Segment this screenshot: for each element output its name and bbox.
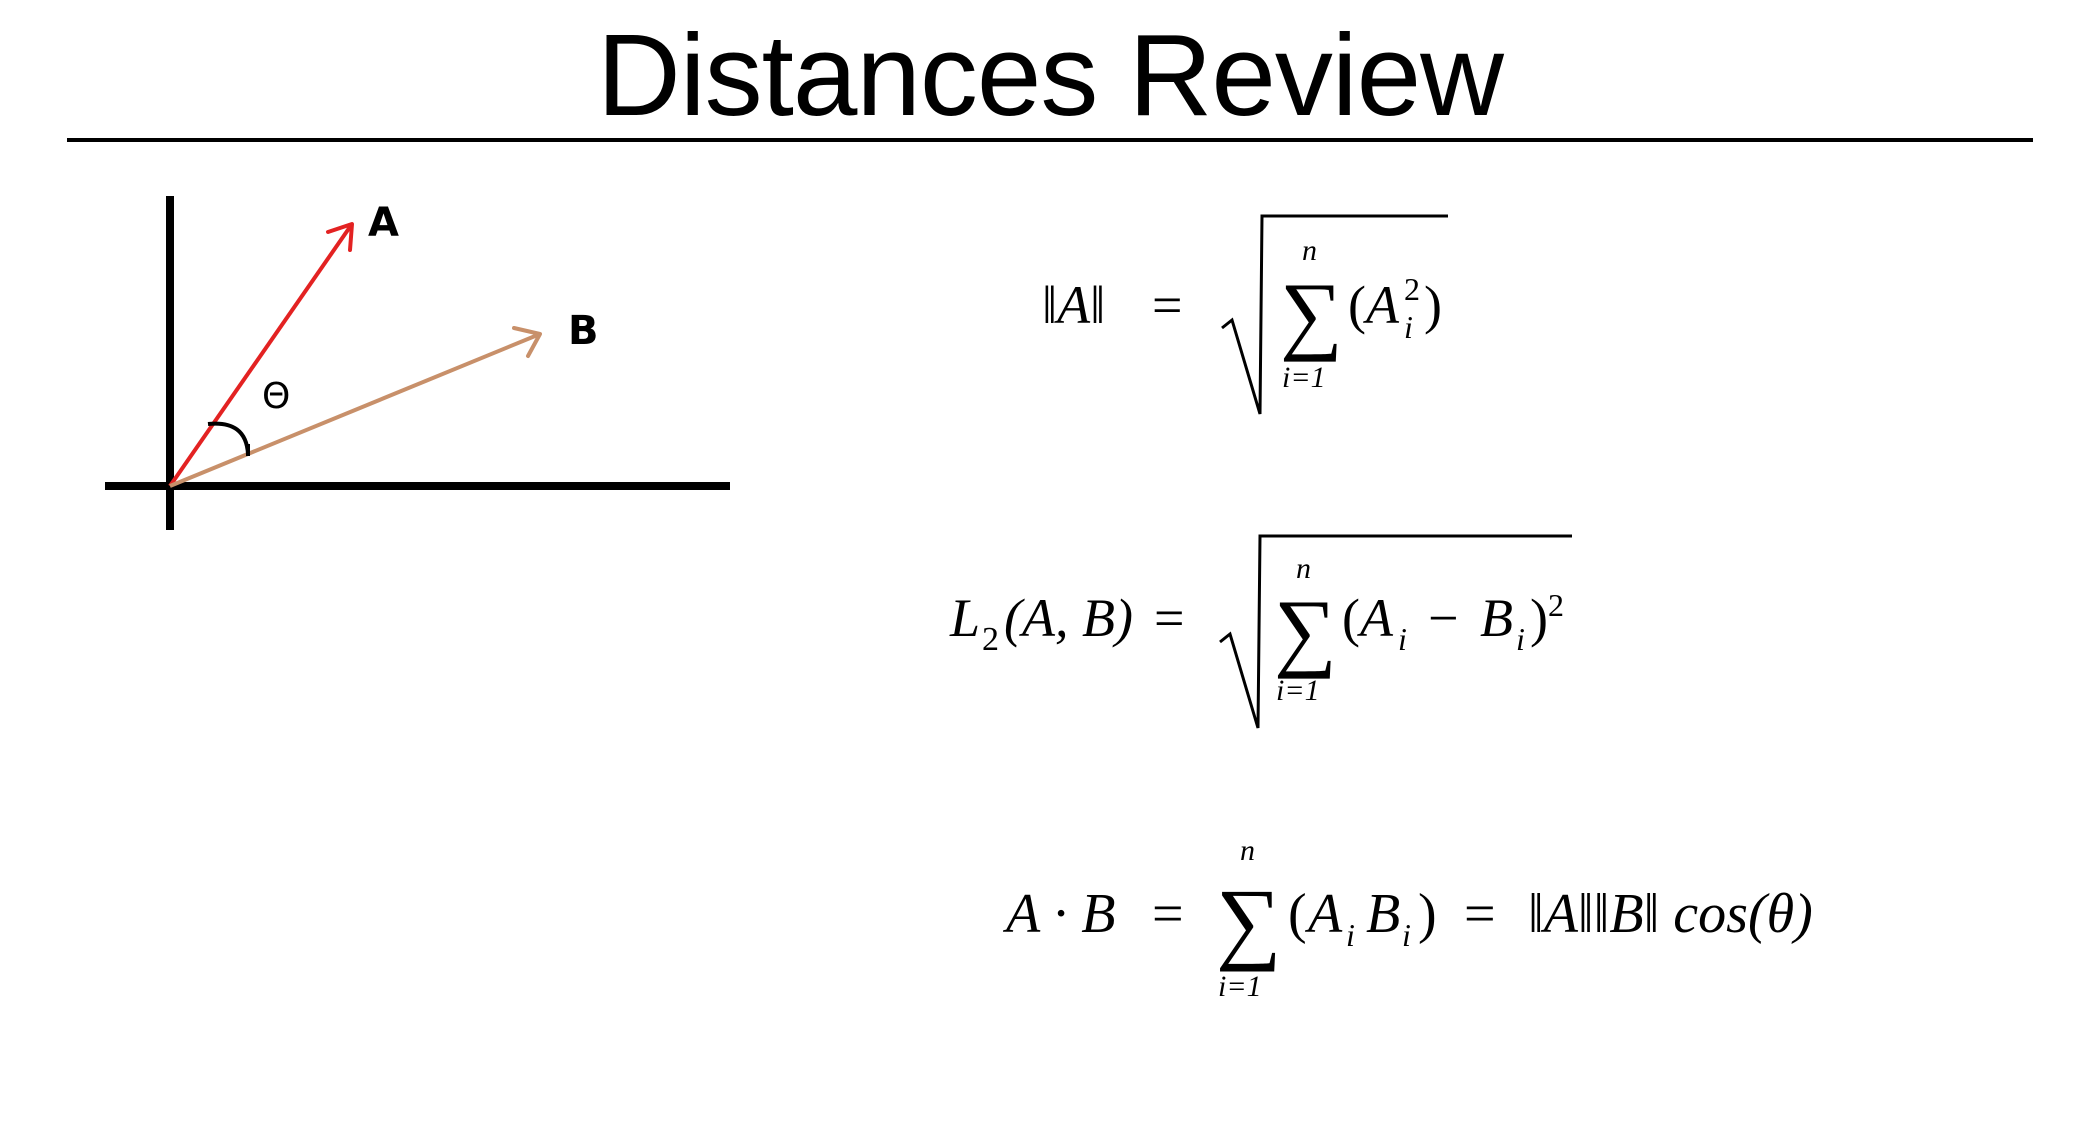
l2-radical-sign bbox=[1219, 534, 1572, 729]
dot-upper-limit: n bbox=[1240, 834, 1255, 867]
norm-subscript: i bbox=[1404, 309, 1413, 345]
vector-angle-diagram: A B Θ bbox=[105, 196, 730, 530]
norm-superscript: 2 bbox=[1404, 271, 1420, 307]
norm-equals: = bbox=[1152, 275, 1182, 335]
l2-lhs-args: (A, B) bbox=[1004, 588, 1133, 648]
l2-minus: − bbox=[1428, 588, 1458, 648]
l2-lhs-base: L bbox=[949, 588, 980, 648]
dot-rhs: ‖A‖‖B‖ cos(θ) bbox=[1528, 883, 1813, 945]
vector-b-arrowhead bbox=[512, 326, 542, 358]
angle-theta-label: Θ bbox=[262, 376, 290, 417]
l2-sum-symbol: ∑ bbox=[1274, 583, 1337, 680]
norm-lower-limit: i=1 bbox=[1282, 361, 1326, 394]
vector-a-arrowhead bbox=[326, 222, 354, 252]
norm-radical-sign bbox=[1221, 214, 1448, 415]
dot-term-a: A bbox=[1304, 883, 1343, 945]
dot-open-paren: ( bbox=[1288, 883, 1307, 945]
l2-upper-limit: n bbox=[1296, 552, 1311, 585]
vector-a-label: A bbox=[368, 200, 399, 246]
norm-base: A bbox=[1363, 275, 1400, 335]
l2-term-b-subscript: i bbox=[1516, 621, 1525, 657]
dot-lhs: A · B bbox=[1002, 883, 1115, 945]
l2-close-paren: ) bbox=[1530, 588, 1548, 648]
norm-upper-limit: n bbox=[1302, 234, 1317, 267]
dot-close-paren: ) bbox=[1418, 883, 1437, 945]
dot-equals: = bbox=[1152, 883, 1184, 945]
dot-term-b: B bbox=[1366, 883, 1400, 945]
dot-sum-symbol: ∑ bbox=[1216, 870, 1282, 972]
norm-open-paren: ( bbox=[1348, 275, 1366, 335]
l2-term-a-subscript: i bbox=[1398, 621, 1407, 657]
norm-sum-symbol: ∑ bbox=[1280, 266, 1343, 363]
l2-lhs-subscript: 2 bbox=[982, 621, 999, 658]
l2-term-b: B bbox=[1480, 588, 1513, 648]
dot-term-b-subscript: i bbox=[1402, 917, 1411, 953]
l2-open-paren: ( bbox=[1342, 588, 1360, 648]
l2-equals: = bbox=[1154, 588, 1184, 648]
dot-equals-2: = bbox=[1464, 883, 1496, 945]
l2-exponent: 2 bbox=[1548, 587, 1564, 623]
vector-b-line bbox=[169, 332, 541, 488]
l2-term-a: A bbox=[1357, 588, 1394, 648]
norm-close-paren: ) bbox=[1424, 275, 1442, 335]
vector-b-label: B bbox=[568, 308, 599, 354]
slide-title: Distances Review bbox=[597, 10, 1504, 140]
title-divider bbox=[67, 138, 2033, 142]
dot-term-a-subscript: i bbox=[1346, 917, 1355, 953]
dot-lower-limit: i=1 bbox=[1218, 970, 1262, 1003]
l2-lower-limit: i=1 bbox=[1276, 674, 1320, 707]
norm-lhs: ‖A‖ bbox=[1042, 275, 1105, 335]
vector-a-line bbox=[168, 222, 354, 488]
